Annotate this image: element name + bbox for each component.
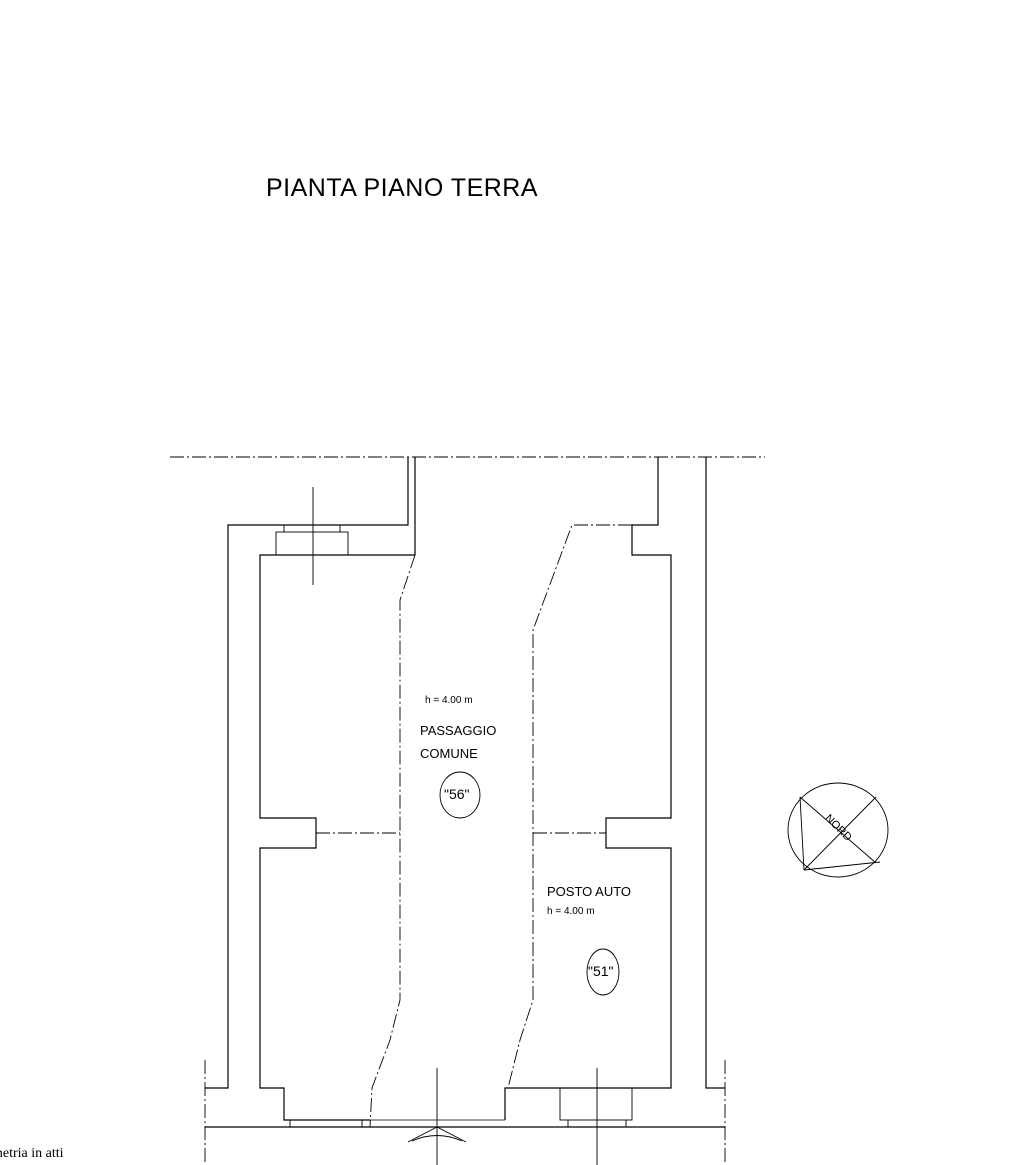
room-tag-51: "51" — [588, 963, 614, 979]
room-tag-circle-51 — [586, 948, 620, 996]
north-compass-icon — [787, 782, 889, 878]
room-name-passaggio: PASSAGGIO — [420, 723, 497, 738]
window-top-left — [275, 487, 349, 585]
page-title: PIANTA PIANO TERRA — [266, 174, 539, 202]
room-name-posto-auto: POSTO AUTO — [547, 884, 632, 899]
room-height-passaggio: h = 4.00 m — [425, 695, 473, 706]
footer-note: metria in atti — [0, 1146, 64, 1161]
room-name-comune: COMUNE — [420, 746, 478, 761]
boundary-lines — [170, 456, 765, 1165]
room-height-posto-auto: h = 4.00 m — [547, 906, 595, 917]
room-tag-56: "56" — [444, 786, 470, 802]
entrance-arrow-icon — [407, 1068, 467, 1165]
window-bottom-right — [289, 1068, 633, 1165]
room-tag-circle-56 — [439, 771, 481, 819]
